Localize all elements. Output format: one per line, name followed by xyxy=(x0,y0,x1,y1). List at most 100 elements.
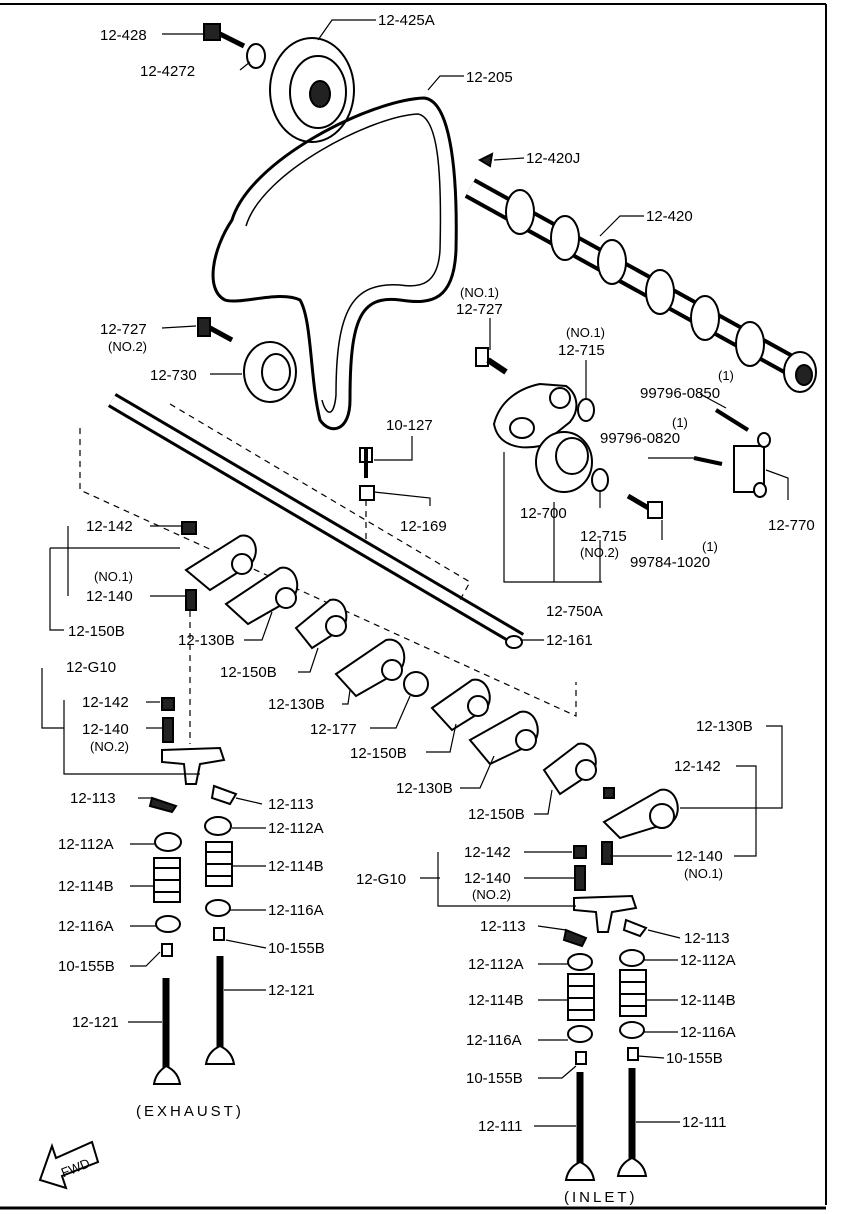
label-12-140-exhaust-no2: 12-140 xyxy=(82,721,129,738)
tensioner-pulley xyxy=(535,431,593,493)
label-12-177: 12-177 xyxy=(310,721,357,738)
label-1020-qty: (1) xyxy=(702,539,718,554)
exhaust-adjust-screw xyxy=(162,717,174,743)
timing-belt-inner-edge xyxy=(245,113,442,413)
label-99784-1020: 99784-1020 xyxy=(630,554,710,571)
label-12-130b-inlet: 12-130B xyxy=(696,718,753,735)
exhaust-valve-b xyxy=(204,956,236,1065)
caption-inlet: (INLET) xyxy=(564,1189,638,1206)
exhaust-valve-seal-b xyxy=(213,927,225,941)
label-12-150b-1: 12-150B xyxy=(68,623,125,640)
label-99796-0820: 99796-0820 xyxy=(600,430,680,447)
label-12-113-inlet-a: 12-113 xyxy=(480,918,526,935)
locating-clip xyxy=(359,485,375,501)
label-12-g10-exhaust: 12-G10 xyxy=(66,659,116,676)
label-12-150b-2: 12-150B xyxy=(220,664,277,681)
label-0850-qty: (1) xyxy=(718,368,734,383)
label-12-142-exhaust-bridge: 12-142 xyxy=(82,694,129,711)
exhaust-spring-seat-b xyxy=(205,899,231,917)
label-0820-qty: (1) xyxy=(672,415,688,430)
label-12-116a-exhaust-a: 12-116A xyxy=(58,918,114,935)
exhaust-bridge-nut xyxy=(161,697,175,711)
inlet-keeper-a xyxy=(562,928,588,948)
label-99796-0850: 99796-0850 xyxy=(640,385,720,402)
rocker-arm-5 xyxy=(430,678,491,732)
tensioner-bolt-0820 xyxy=(693,456,723,466)
label-12-112a-exhaust-b: 12-112A xyxy=(268,820,324,837)
label-10-155b-exhaust-b: 10-155B xyxy=(268,940,325,957)
exhaust-keeper-b xyxy=(210,784,238,806)
exhaust-valve-a xyxy=(152,978,182,1085)
leader-lines xyxy=(41,19,789,1127)
exhaust-retainer-b xyxy=(204,816,232,836)
label-12-112a-inlet-b: 12-112A xyxy=(680,952,736,969)
label-140-no2-inlet: (NO.2) xyxy=(472,887,511,902)
inlet-valve-bridge xyxy=(573,894,638,933)
label-12-113-inlet-b: 12-113 xyxy=(684,930,730,947)
label-10-127: 10-127 xyxy=(386,417,433,434)
inlet-bridge-nut xyxy=(573,845,587,859)
label-12-130b-2: 12-130B xyxy=(268,696,325,713)
label-12-130b-3: 12-130B xyxy=(396,780,453,797)
label-12-425a: 12-425A xyxy=(378,12,435,29)
rocker-arm-4 xyxy=(334,638,406,698)
label-12-420j: 12-420J xyxy=(526,150,580,167)
cam-pulley-washer xyxy=(246,43,266,69)
label-12-112a-inlet-a: 12-112A xyxy=(468,956,524,973)
label-12-169: 12-169 xyxy=(400,518,447,535)
tensioner-bolt-0850 xyxy=(714,408,750,432)
cam-pulley xyxy=(269,37,355,143)
tensioner-bolt-no1 xyxy=(475,347,508,375)
exhaust-spring-a xyxy=(153,857,181,903)
rocker-arm-3 xyxy=(294,598,348,650)
tensioner-spring-assembly xyxy=(733,432,771,498)
label-12-730: 12-730 xyxy=(150,367,197,384)
tensioner-washer-no1 xyxy=(577,398,595,422)
inlet-retainer-b xyxy=(619,949,645,967)
label-12-111-a: 12-111 xyxy=(478,1118,522,1135)
rocker-shaft xyxy=(107,393,525,649)
label-727-no2: (NO.2) xyxy=(108,339,147,354)
label-12-140-inlet-no1: 12-140 xyxy=(676,848,723,865)
label-12-770: 12-770 xyxy=(768,517,815,534)
exhaust-spring-seat-a xyxy=(155,915,181,933)
label-715-no2: (NO.2) xyxy=(580,545,619,560)
idler-bolt-no2 xyxy=(197,317,234,343)
camshaft-key xyxy=(477,152,494,168)
locating-bolt xyxy=(359,447,373,478)
inlet-adjust-screw-no2 xyxy=(574,865,586,891)
tensioner-washer-no2 xyxy=(591,468,609,492)
label-12-142-inlet: 12-142 xyxy=(674,758,721,775)
label-12-750a: 12-750A xyxy=(546,603,603,620)
label-12-111-b: 12-111 xyxy=(682,1114,726,1131)
label-727-no1: (NO.1) xyxy=(460,285,499,300)
label-12-142-exhaust: 12-142 xyxy=(86,518,133,535)
label-12-116a-exhaust-b: 12-116A xyxy=(268,902,324,919)
exhaust-retainer-a xyxy=(154,832,182,852)
label-10-155b-inlet-b: 10-155B xyxy=(666,1050,723,1067)
label-10-155b-inlet-a: 10-155B xyxy=(466,1070,523,1087)
rocker-group-outline-bottom xyxy=(79,428,577,717)
label-12-4272: 12-4272 xyxy=(140,63,195,80)
label-12-116a-inlet-b: 12-116A xyxy=(680,1024,736,1041)
label-12-114b-exhaust-a: 12-114B xyxy=(58,878,114,895)
label-140-no2-exhaust: (NO.2) xyxy=(90,739,129,754)
inlet-spring-seat-b xyxy=(619,1021,645,1039)
label-12-121-b: 12-121 xyxy=(268,982,315,999)
exhaust-keeper-a xyxy=(148,796,178,814)
label-715-no1: (NO.1) xyxy=(566,325,605,340)
rocker-arm-7 xyxy=(542,742,597,796)
inlet-spring-b xyxy=(619,969,647,1017)
inlet-valve-a xyxy=(564,1072,596,1181)
timing-belt xyxy=(211,96,458,431)
rocker-arm-inlet-1 xyxy=(602,788,679,840)
rocker-arm-exhaust-1 xyxy=(181,521,257,592)
inlet-valve-seal-a xyxy=(575,1051,587,1065)
exhaust-spring-b xyxy=(205,841,233,887)
label-12-715-no1: 12-715 xyxy=(558,342,605,359)
label-140-no1-exhaust: (NO.1) xyxy=(94,569,133,584)
label-12-150b-3: 12-150B xyxy=(350,745,407,762)
rocker-arm-6 xyxy=(468,710,539,766)
label-12-150b-4: 12-150B xyxy=(468,806,525,823)
fwd-arrow-icon xyxy=(38,1140,100,1190)
